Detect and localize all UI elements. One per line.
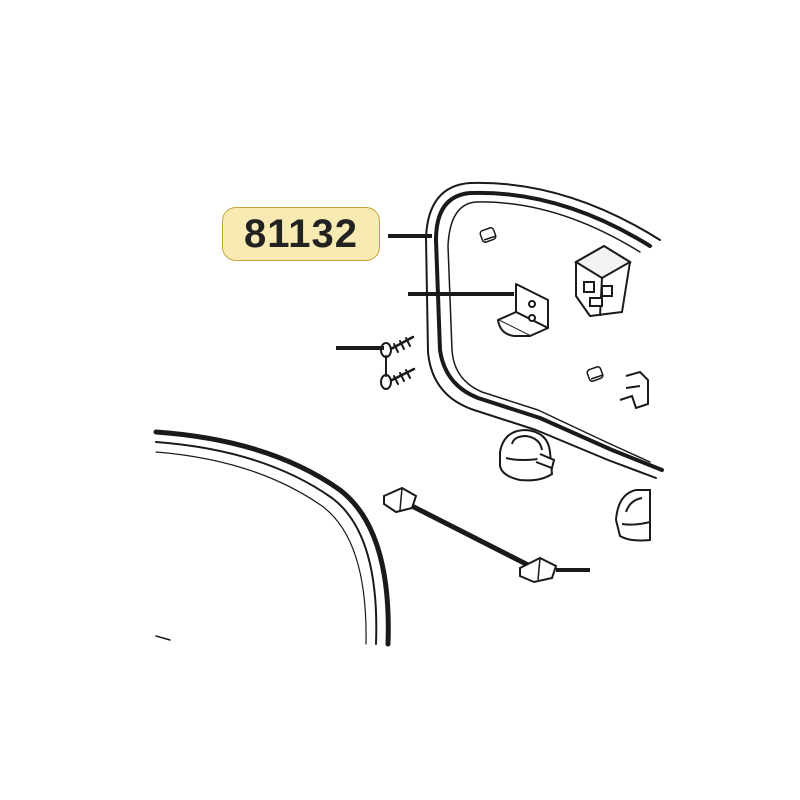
- pivot-boss-left: [499, 428, 556, 482]
- pivot-boss-right: [614, 489, 651, 542]
- connector-block: [574, 244, 632, 318]
- part-number-callout: 81132: [222, 207, 380, 261]
- mounting-bracket: [497, 283, 549, 337]
- clip-part: [619, 370, 649, 410]
- housing-peg-middle: [586, 366, 604, 382]
- harness-plug-upper: [383, 486, 418, 514]
- harness-plug-lower: [519, 556, 558, 584]
- screws: [380, 335, 416, 390]
- mirror-housing: [425, 181, 664, 479]
- housing-peg-top: [479, 227, 497, 243]
- leader-lines: [336, 234, 590, 572]
- part-number-label: 81132: [243, 212, 359, 256]
- wire-harness: [383, 486, 558, 584]
- mirror-glass: [153, 429, 391, 647]
